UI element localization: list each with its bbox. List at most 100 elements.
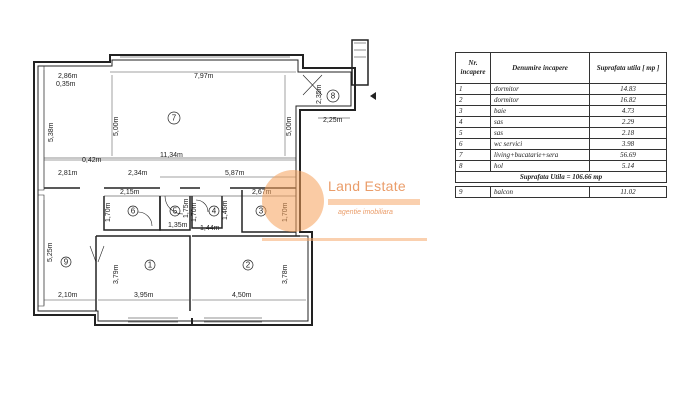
- row-area: 56.69: [589, 149, 667, 161]
- dim-379: 3,79m: [113, 264, 120, 284]
- dim-135: 1,35m: [168, 222, 188, 229]
- dim-144: 1,44m: [200, 225, 220, 232]
- door-arc-4: [195, 199, 209, 213]
- row-name: baie: [490, 105, 590, 117]
- dim-500a: 5,00m: [113, 116, 120, 136]
- header-name: Denumire incapere: [490, 52, 590, 84]
- dim-538: 5,38m: [48, 122, 55, 142]
- dim-225: 2,25m: [323, 117, 343, 124]
- row-nr: 3: [455, 105, 491, 117]
- room4-walls: [191, 196, 223, 229]
- table-row: 7 living+bucatarie+sera 56.69: [455, 149, 667, 161]
- row-nr: 4: [455, 116, 491, 128]
- table-row: 6 wc servici 3.98: [455, 138, 667, 150]
- header-area: Suprafata utila [ mp ]: [589, 52, 667, 84]
- row-name: dormitor: [490, 83, 590, 95]
- dim-234: 2,34m: [128, 170, 148, 177]
- balcony-door: [89, 245, 105, 263]
- room-label-8: 8: [331, 92, 336, 101]
- table-header-row: Nr. incapere Denumire incapere Suprafata…: [455, 52, 667, 84]
- entrance-wall: [351, 39, 369, 86]
- dim-210: 2,10m: [58, 292, 78, 299]
- window-bottom-1: [128, 317, 178, 323]
- row-area: 16.82: [589, 94, 667, 106]
- table-total-row: Suprafata Utila = 106.66 mp: [455, 171, 667, 183]
- dim-286: 2,86m: [58, 73, 78, 80]
- door-arc-8: [302, 74, 323, 96]
- room-label-5: 5: [173, 207, 178, 216]
- row-name: living+bucatarie+sera: [490, 149, 590, 161]
- dim-170b: 1,70m: [191, 202, 198, 222]
- room-areas-table: Nr. incapere Denumire incapere Suprafata…: [455, 52, 667, 198]
- outer-wall: [33, 54, 356, 326]
- room-label-4: 4: [212, 207, 217, 216]
- balcony-wall: [38, 194, 45, 307]
- dim-215: 2,15m: [120, 189, 140, 196]
- row-area: 5.14: [589, 160, 667, 172]
- row-area: 2.18: [589, 127, 667, 139]
- dim-525: 5,25m: [47, 242, 54, 262]
- row-nr: 7: [455, 149, 491, 161]
- room-marker-4: [208, 205, 220, 217]
- floor-plan: 7 8 6 5 4 3 9 1 2 2,86m 0,35m 7,97m 5,38…: [33, 39, 376, 326]
- row-area: 11.02: [589, 186, 667, 198]
- sera-glass-wall: [37, 66, 45, 191]
- row-nr: 2: [455, 94, 491, 106]
- dim-175: 1,75m: [183, 198, 190, 218]
- row-area: 2.29: [589, 116, 667, 128]
- table-row: 3 baie 4.73: [455, 105, 667, 117]
- room-label-2: 2: [246, 261, 251, 270]
- total-area: Suprafata Utila = 106.66 mp: [455, 171, 667, 183]
- row-area: 3.98: [589, 138, 667, 150]
- dim-235: 2,35m: [316, 84, 323, 104]
- row-name: sas: [490, 127, 590, 139]
- dim-500b: 5,00m: [286, 116, 293, 136]
- dim-170c: 1,70m: [282, 202, 289, 222]
- bedroom1-walls: [96, 235, 191, 311]
- dim-035: 0,35m: [56, 81, 76, 88]
- room-label-6: 6: [131, 207, 136, 216]
- dim-042: 0,42m: [82, 157, 102, 164]
- table-row-balcony: 9 balcon 11.02: [455, 186, 667, 198]
- table-row: 4 sas 2.29: [455, 116, 667, 128]
- room5-walls: [159, 196, 191, 231]
- room-label-3: 3: [259, 207, 264, 216]
- room-marker-8: [326, 89, 340, 103]
- entrance-arrow-icon: [370, 92, 376, 100]
- room3-walls: [241, 190, 296, 233]
- dim-587: 5,87m: [225, 170, 245, 177]
- room-marker-5: [169, 205, 181, 217]
- header-nr: Nr. incapere: [455, 52, 491, 84]
- row-name: wc servici: [490, 138, 590, 150]
- dim-1134: 11,34m: [160, 152, 183, 159]
- room-marker-6: [127, 205, 139, 217]
- table-row: 2 dormitor 16.82: [455, 94, 667, 106]
- dim-267: 2,67m: [252, 189, 272, 196]
- room-label-1: 1: [148, 261, 153, 270]
- row-area: 14.83: [589, 83, 667, 95]
- row-nr: 6: [455, 138, 491, 150]
- table-row: 1 dormitor 14.83: [455, 83, 667, 95]
- room-label-7: 7: [172, 114, 177, 123]
- row-name: sas: [490, 116, 590, 128]
- row-name: balcon: [490, 186, 590, 198]
- dim-450: 4,50m: [232, 292, 252, 299]
- row-nr: 8: [455, 160, 491, 172]
- door-arc-6: [137, 211, 153, 227]
- row-area: 4.73: [589, 105, 667, 117]
- room-marker-1: [144, 259, 156, 271]
- row-nr: 1: [455, 83, 491, 95]
- row-nr: 9: [455, 186, 491, 198]
- inner-outer-wall: [37, 59, 352, 322]
- row-name: dormitor: [490, 94, 590, 106]
- dim-395: 3,95m: [134, 292, 154, 299]
- dim-146: 1,46m: [222, 200, 229, 220]
- dim-170a: 1,70m: [105, 202, 112, 222]
- row-name: hol: [490, 160, 590, 172]
- dim-378: 3,78m: [282, 264, 289, 284]
- entrance-hatch: [354, 42, 366, 58]
- window-bottom-2: [204, 317, 262, 323]
- table-row: 5 sas 2.18: [455, 127, 667, 139]
- room-marker-7: [167, 111, 181, 125]
- room-marker-2: [242, 259, 254, 271]
